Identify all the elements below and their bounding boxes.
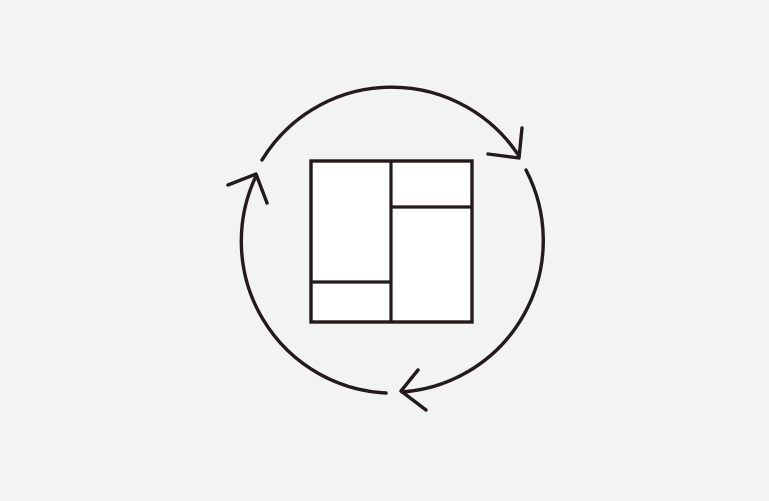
arrowhead-bottom-icon <box>399 368 428 412</box>
arrow-arc-right <box>400 168 545 394</box>
arrow-arc-left <box>239 174 388 395</box>
arrowhead-left-icon <box>226 172 269 205</box>
cycle-arrows-icon <box>226 85 545 412</box>
arrowhead-top-right-icon <box>486 126 524 160</box>
arrow-arc-top <box>260 85 521 162</box>
layout-grid-icon <box>309 159 474 324</box>
